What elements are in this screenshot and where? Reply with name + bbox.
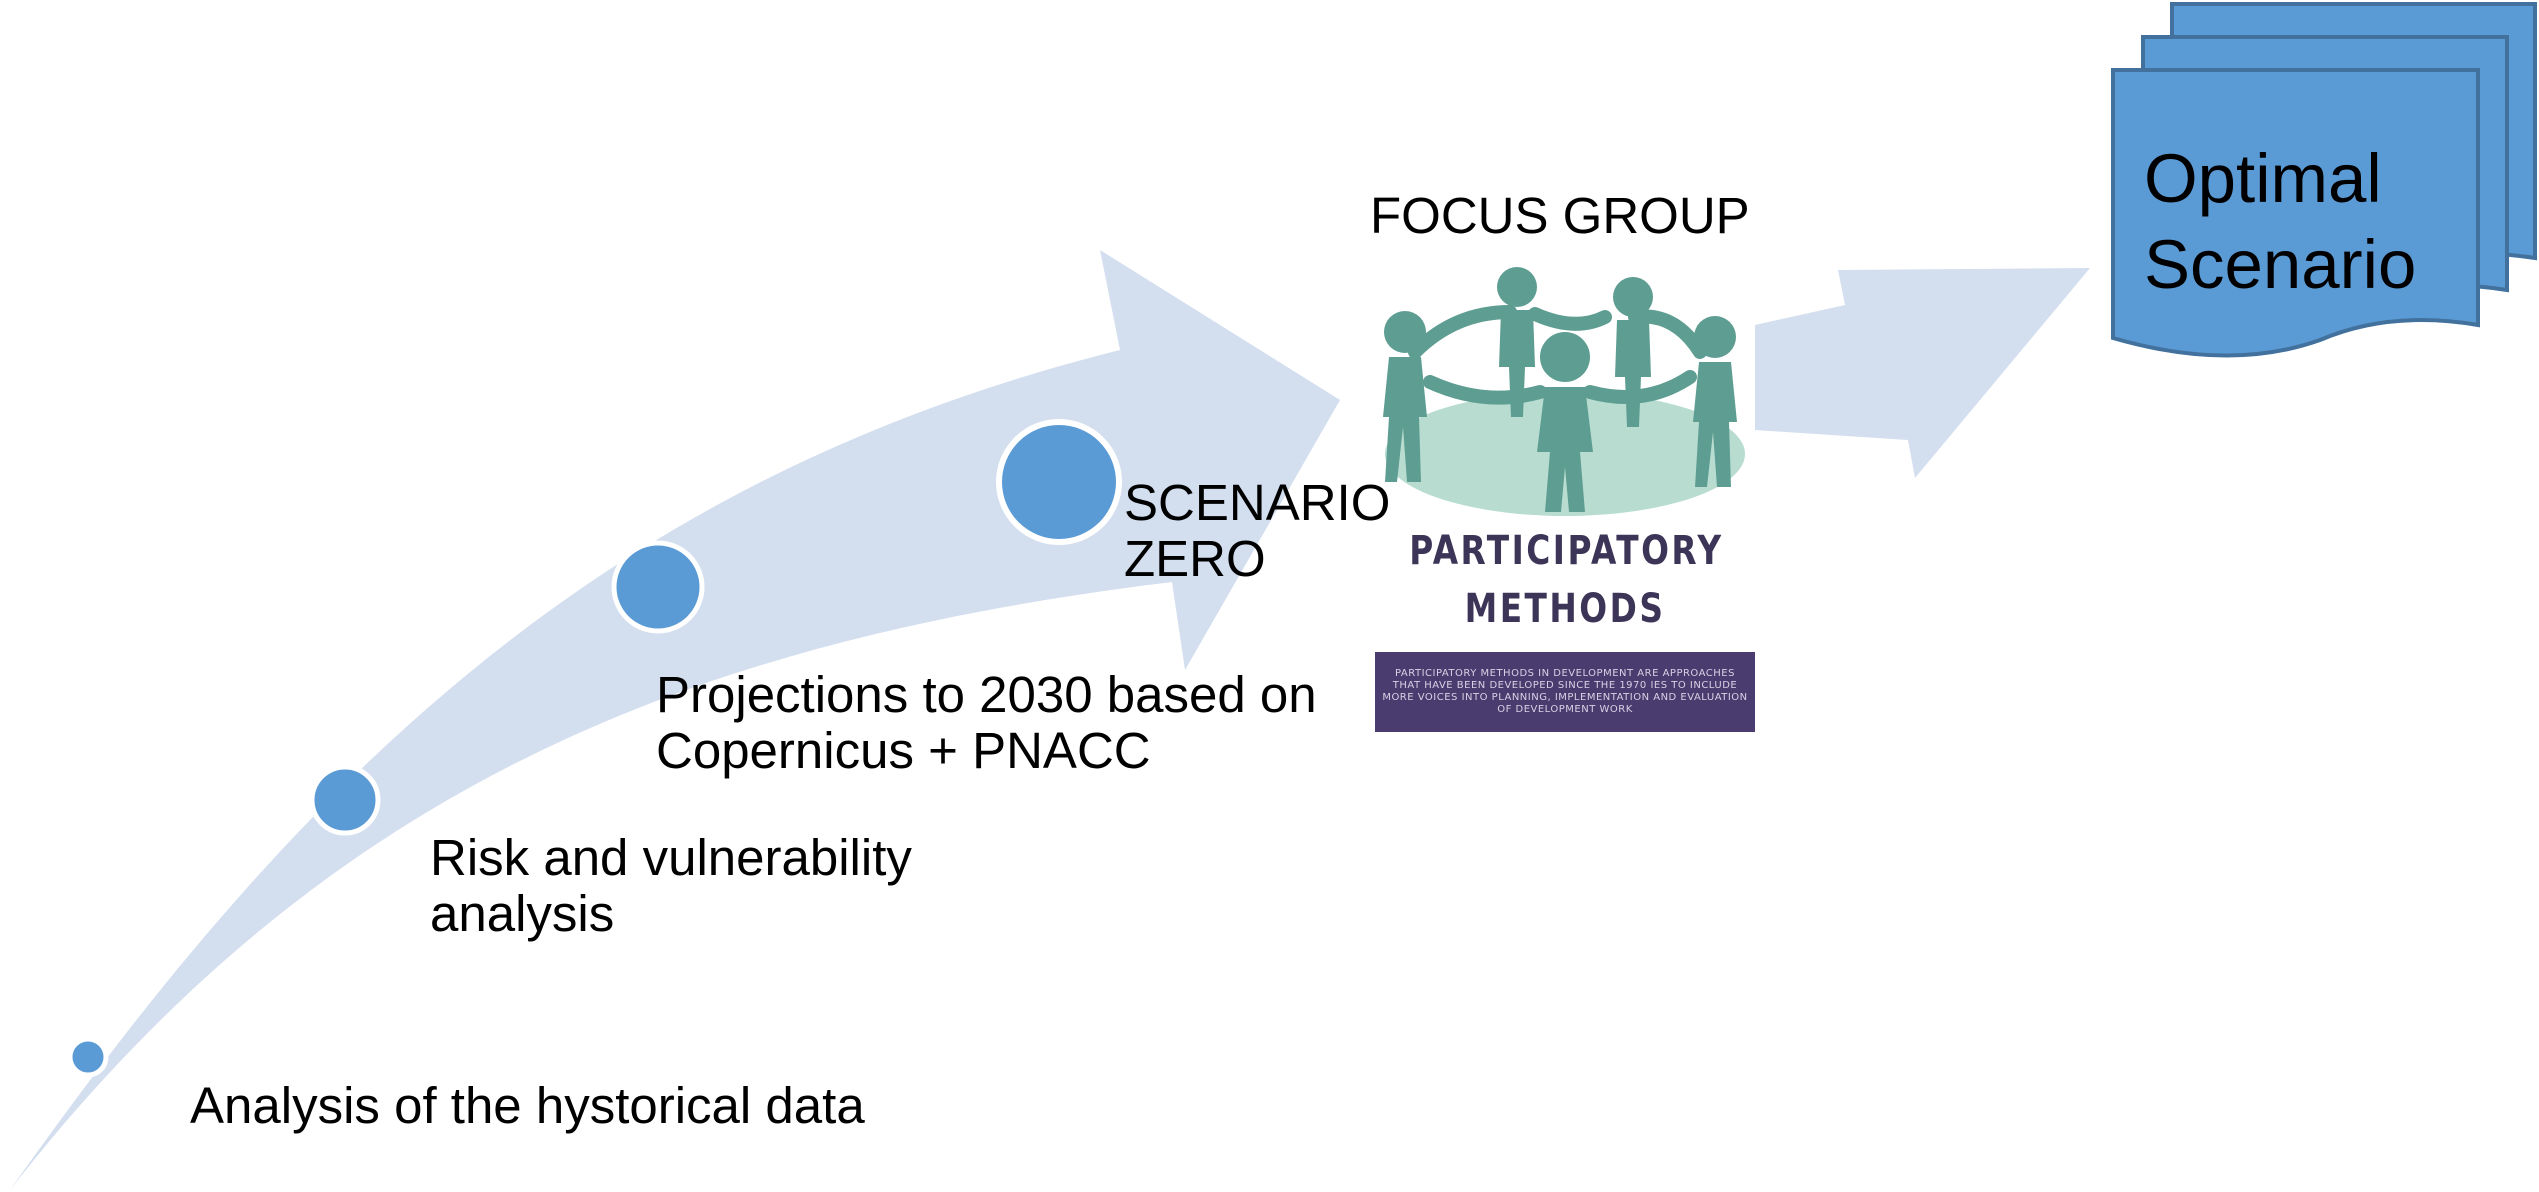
optimal-scenario-document xyxy=(2111,2,2537,358)
step-label-risk-analysis: Risk and vulnerability analysis xyxy=(430,829,912,943)
participatory-methods-description: Participatory methods in development are… xyxy=(1382,668,1748,715)
participatory-methods-band: Participatory methods in development are… xyxy=(1375,652,1755,732)
step-label-projections: Projections to 2030 based on Copernicus … xyxy=(656,666,1317,780)
step-label-scenario-zero: SCENARIO ZERO xyxy=(1124,474,1391,588)
step-label-line: Analysis of the hystorical data xyxy=(190,1077,865,1134)
milestone-node-3 xyxy=(611,540,705,634)
milestone-node-2 xyxy=(309,764,381,836)
step-label-line: ZERO xyxy=(1124,530,1266,588)
milestone-node-4 xyxy=(996,419,1122,545)
milestone-node-1 xyxy=(67,1036,109,1078)
optimal-scenario-label: Optimal Scenario xyxy=(2144,136,2416,309)
optimal-label-line: Optimal xyxy=(2144,140,2382,217)
people-circle-icon xyxy=(1383,267,1745,516)
optimal-label-line: Scenario xyxy=(2144,226,2417,304)
step-label-line: Copernicus + PNACC xyxy=(656,722,1151,780)
step-label-line: analysis xyxy=(430,885,615,943)
participatory-methods-card: PARTICIPATORY METHODS Participatory meth… xyxy=(1375,242,1755,732)
step-label-line: Projections to 2030 based on xyxy=(656,666,1317,723)
step-label-historical-analysis: Analysis of the hystorical data xyxy=(190,1077,865,1134)
step-label-line: SCENARIO xyxy=(1124,474,1391,531)
focus-group-title: FOCUS GROUP xyxy=(1370,187,1750,244)
participatory-methods-heading: PARTICIPATORY METHODS xyxy=(1409,528,1724,632)
outcome-arrow xyxy=(1755,268,2090,478)
step-label-line: Risk and vulnerability xyxy=(430,829,912,886)
